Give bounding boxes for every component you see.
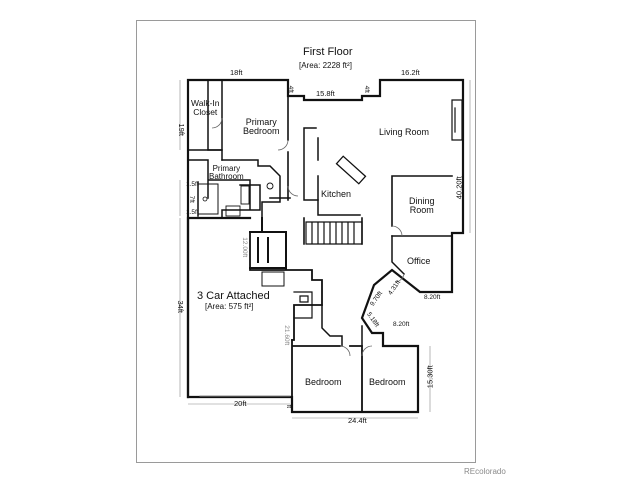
- door-swing-bed: [277, 139, 289, 151]
- dim-living-4ft: 4ft: [362, 85, 370, 93]
- kitchen-counter: [317, 137, 361, 216]
- plan-area: [Area: 2228 ft²]: [299, 61, 352, 70]
- dim-garage-20ft: 20ft: [234, 399, 247, 408]
- garage-east-wall: [249, 231, 323, 341]
- dim-top-mid: 15.8ft: [316, 89, 335, 98]
- fireplace: [451, 99, 463, 141]
- kitchen-wall: [303, 127, 319, 201]
- primary-bedroom-label: Primary Bedroom: [243, 117, 280, 136]
- bedroom-1-label: Bedroom: [305, 377, 342, 387]
- office-label: Office: [407, 256, 431, 266]
- dim-bath-7ft: 7ft: [187, 195, 195, 203]
- plan-title: First Floor: [303, 46, 353, 58]
- toilet: [266, 182, 274, 190]
- shower: [225, 205, 241, 217]
- dim-hall-12ft: 12.00ft: [241, 237, 249, 258]
- dim-top-right: 16.2ft: [401, 68, 420, 77]
- dim-office-8ft: 8.20ft: [424, 294, 441, 301]
- door-swing-office: [395, 273, 405, 283]
- kitchen-label: Kitchen: [321, 189, 352, 199]
- dim-bed-8ft: 8.20ft: [393, 321, 410, 328]
- dim-bath-1-5ft-b: 1.5ft: [186, 209, 199, 216]
- dim-bottom-24ft: 24.4ft: [348, 416, 367, 425]
- bedroom-wall: [221, 159, 281, 219]
- dim-bed-15ft: 15.30ft: [425, 365, 435, 389]
- dim-closet-4ft: 4ft: [286, 85, 294, 93]
- dim-hall-21ft: 21.60ft: [283, 325, 291, 346]
- stair: [305, 221, 363, 245]
- dim-garage-34ft: 34ft: [176, 300, 186, 314]
- door-swing-hall: [287, 185, 299, 197]
- dim-bath-1-5ft-a: 1.5ft: [186, 181, 199, 188]
- garage-wall: [186, 216, 252, 399]
- tub: [197, 183, 219, 215]
- dim-left-19ft: 19ft: [177, 123, 187, 137]
- dining-room-label: Dining Room: [409, 196, 435, 215]
- vanity: [240, 185, 250, 205]
- bedroom-east-wall: [269, 95, 291, 201]
- hall-closets: [321, 304, 363, 347]
- watermark-logo: REcolorado: [464, 467, 506, 476]
- door-swing-dining: [391, 225, 403, 237]
- exterior-walls: [186, 78, 465, 414]
- door-swing-closet: [211, 117, 223, 129]
- tub-drain: [202, 196, 208, 202]
- dim-top-left: 18ft: [230, 68, 243, 77]
- primary-bathroom-label: Primary Bathroom: [209, 164, 244, 181]
- dim-bottom-small: ft: [285, 404, 293, 409]
- door-swing-bed2: [361, 345, 373, 357]
- walk-in-closet-label: Walk-In Closet: [191, 98, 220, 117]
- mudroom: [293, 291, 313, 319]
- hall-wall-west: [249, 217, 287, 269]
- kitchen-island: [335, 155, 367, 185]
- closet-wall: [207, 79, 223, 161]
- dim-right-40ft: 40.20ft: [454, 176, 464, 200]
- bedroom-1-wall: [291, 339, 363, 413]
- garage-label: 3 Car Attached: [197, 290, 270, 302]
- dimension-lines: [179, 80, 471, 419]
- bedroom-2-label: Bedroom: [369, 377, 406, 387]
- living-room-label: Living Room: [379, 127, 430, 137]
- stair-rail: [303, 217, 363, 245]
- door-swing-bed1: [339, 345, 351, 357]
- garage-area-label: [Area: 575 ft²]: [205, 302, 254, 311]
- office-wall: [391, 235, 406, 276]
- laundry: [261, 271, 285, 287]
